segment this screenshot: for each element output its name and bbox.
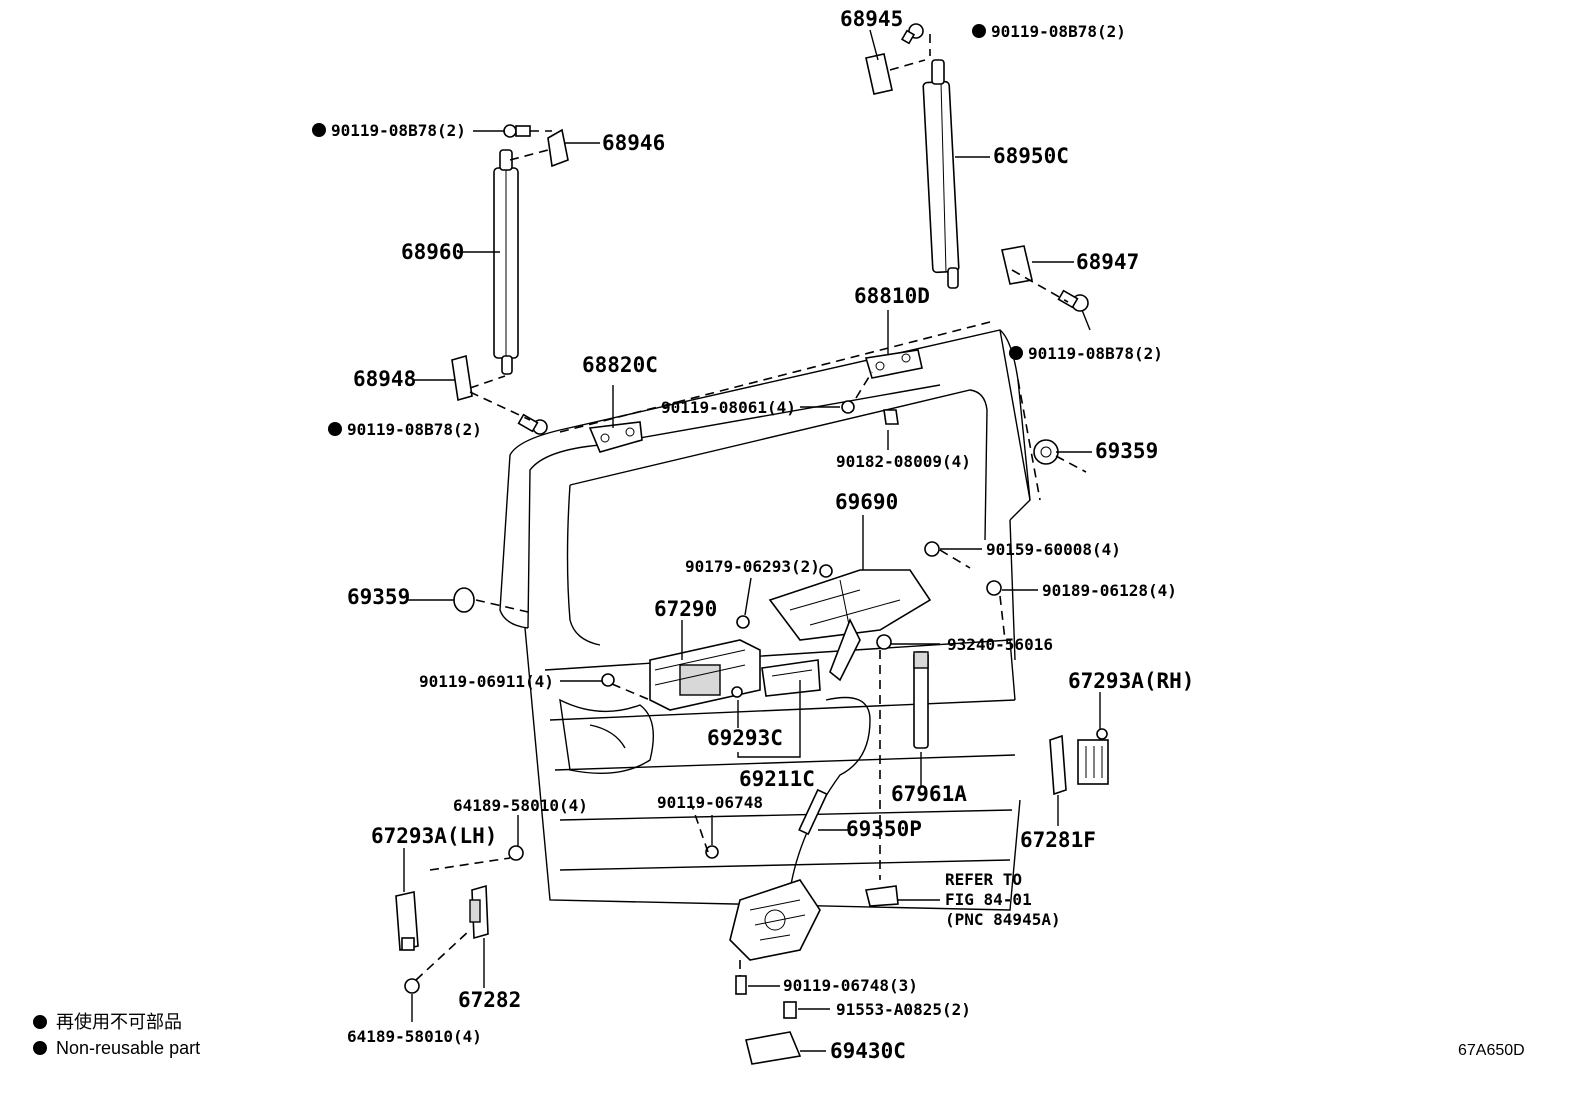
label-68810d: 68810D: [854, 284, 930, 308]
label-64189-58010-upper: 64189-58010(4): [453, 796, 588, 815]
nut-90189-06128: [986, 580, 1002, 596]
label-67290: 67290: [654, 597, 717, 621]
label-90119-06911: 90119-06911(4): [419, 672, 554, 691]
legend: 再使用不可部品 Non-reusable part: [33, 1012, 200, 1058]
non-reusable-icon: [33, 1041, 47, 1055]
label-69211c: 69211C: [739, 767, 815, 791]
part-labels: 68945 90119-08B78(2) 90119-08B78(2) 6894…: [331, 7, 1194, 1063]
bracket-67293a-rh: [1077, 728, 1109, 785]
bolt-64189-upper: [508, 845, 524, 861]
label-67961a: 67961A: [891, 782, 967, 806]
leader-lines: [403, 29, 1101, 1052]
non-reusable-icon: [312, 123, 326, 137]
label-68820c: 68820C: [582, 353, 658, 377]
label-90119-06748-3: 90119-06748(3): [783, 976, 918, 995]
label-67281f: 67281F: [1020, 828, 1096, 852]
clip-69293c: [731, 686, 743, 698]
door-lock-assembly: [705, 845, 821, 961]
label-67282: 67282: [458, 988, 521, 1012]
label-69350p: 69350P: [846, 817, 922, 841]
label-90119-08b78-top: 90119-08B78(2): [991, 22, 1126, 41]
label-69359-right: 69359: [1095, 439, 1158, 463]
nut-90159-60008: [924, 541, 940, 557]
non-reusable-icon: [972, 24, 986, 38]
label-68947: 68947: [1076, 250, 1139, 274]
label-68948: 68948: [353, 367, 416, 391]
cable-69350p: [789, 696, 871, 891]
label-90119-08b78-left: 90119-08B78(2): [331, 121, 466, 140]
garnish-69211c: [761, 659, 821, 697]
rod-67961a: [913, 651, 929, 749]
label-90159-60008: 90159-60008(4): [986, 540, 1121, 559]
non-reusable-markers: [312, 24, 1023, 436]
label-68946: 68946: [602, 131, 665, 155]
label-refer-line3: (PNC 84945A): [945, 910, 1061, 929]
label-90119-06748: 90119-06748: [657, 793, 763, 812]
label-68945: 68945: [840, 7, 903, 31]
gas-strut-68950c: [922, 59, 960, 289]
label-90119-08061: 90119-08061(4): [661, 398, 796, 417]
label-67293a-rh: 67293A(RH): [1068, 669, 1194, 693]
label-68950c: 68950C: [993, 144, 1069, 168]
label-90179-06293: 90179-06293(2): [685, 557, 820, 576]
hinge-68810d: [841, 349, 923, 425]
label-69359-left: 69359: [347, 585, 410, 609]
bolt-93240-56016: [876, 634, 892, 650]
lower-hardware: [735, 885, 899, 1065]
label-refer-line1: REFER TO: [945, 870, 1022, 889]
label-67293a-lh: 67293A(LH): [371, 824, 497, 848]
legend-japanese: 再使用不可部品: [56, 1012, 182, 1032]
label-68960: 68960: [401, 240, 464, 264]
hinge-68820c: [588, 421, 643, 453]
bracket-67282: [469, 884, 489, 940]
gas-strut-68960: [493, 149, 519, 375]
label-93240-56016: 93240-56016: [947, 635, 1053, 654]
bumpers-69359: [453, 439, 1059, 613]
label-90182-08009: 90182-08009(4): [836, 452, 971, 471]
handle-67290: [649, 615, 761, 711]
bolt-64189-lower: [404, 978, 420, 994]
figure-code: 67A650D: [1458, 1042, 1525, 1059]
label-69430c: 69430C: [830, 1039, 906, 1063]
label-91553-a0825: 91553-A0825(2): [836, 1000, 971, 1019]
nut-90119-06911: [601, 673, 615, 687]
label-90189-06128: 90189-06128(4): [1042, 581, 1177, 600]
label-64189-58010-lower: 64189-58010(4): [347, 1027, 482, 1046]
label-69690: 69690: [835, 490, 898, 514]
cable-sleeve: [798, 788, 828, 836]
strut-hardware: [451, 23, 1089, 435]
striker-67281f: [1049, 734, 1067, 796]
label-90119-08b78-right: 90119-08B78(2): [1028, 344, 1163, 363]
assembly-dashed-lines: [415, 34, 1087, 981]
non-reusable-icon: [328, 422, 342, 436]
non-reusable-icon: [1009, 346, 1023, 360]
legend-english: Non-reusable part: [56, 1038, 200, 1058]
back-door-panel: [499, 321, 1041, 911]
label-refer-line2: FIG 84-01: [945, 890, 1032, 909]
lock-control-69690: [768, 564, 932, 682]
bracket-67293a-lh: [395, 891, 419, 951]
non-reusable-icon: [33, 1015, 47, 1029]
label-90119-08b78-lower: 90119-08B78(2): [347, 420, 482, 439]
label-69293c: 69293C: [707, 726, 783, 750]
